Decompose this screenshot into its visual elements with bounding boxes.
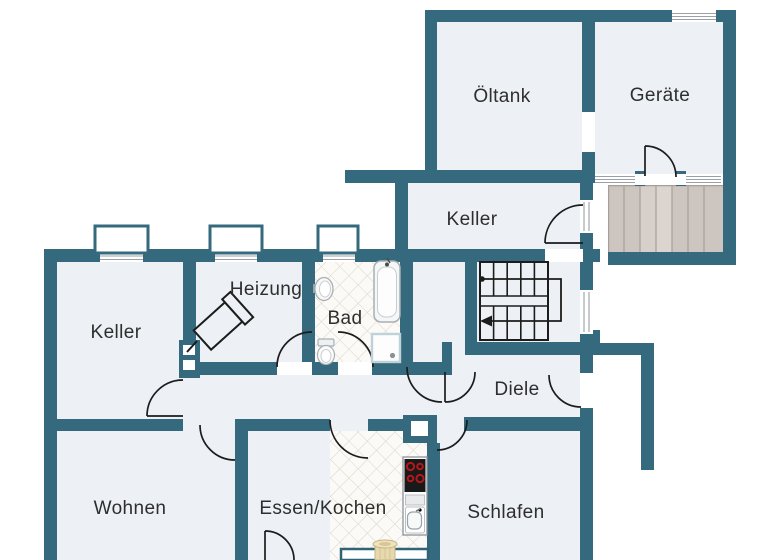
toilet-icon [316,338,336,366]
light-well-2 [208,224,264,255]
room-label-wohnen: Wohnen [94,498,167,519]
room-label-bad: Bad [327,308,362,329]
chimney-kitchen-flue [411,421,428,436]
wood-deck [607,185,723,253]
room-floor-keller-mitte [408,183,580,249]
room-labels: Öltank Geräte Keller Keller Heizung Bad … [91,85,691,523]
door-gap-bad [338,362,372,375]
kitchen-counter [402,456,428,536]
door-geraete-deck [644,145,677,178]
room-label-oeltank: Öltank [473,86,530,107]
boiler-icon [192,290,255,352]
light-well-3 [316,224,360,255]
room-label-geraete: Geräte [630,85,691,106]
counter-drawer [405,494,425,506]
door-schlafen [436,419,468,451]
door-corridor-diele [444,371,476,403]
shower-icon [370,332,402,364]
door-gap-heizung [277,362,312,375]
walk-line-arrow [480,315,492,327]
room-label-keller-links: Keller [91,322,142,343]
door-keller-mitte [544,204,584,244]
door-wohnen [199,424,236,461]
room-label-essen-kochen: Essen/Kochen [259,498,386,519]
room-label-heizung: Heizung [230,279,303,300]
door-gap-diele-exterior [580,373,593,408]
boiler-flue-pipe [186,340,198,353]
door-heizung [276,331,313,368]
door-diele-exterior [548,374,582,408]
door-essen-bottom [264,530,295,560]
stove-icon [404,459,426,492]
kitchen-sink-icon [405,506,425,534]
window-band-geraete-bottom [595,174,721,185]
door-keller-links [146,379,184,417]
wash-basin-icon [313,276,334,302]
door-arcs [146,145,677,560]
window-stairwell [580,290,593,334]
light-wells [93,224,360,255]
stairs [479,261,562,341]
window-keller-mitte [580,200,593,233]
room-label-schlafen: Schlafen [467,502,544,523]
door-gap-keller-mitte [545,249,583,262]
door-corridor-left [406,366,443,403]
walls [44,10,736,560]
room-floor-oeltank [437,22,582,172]
vase-icon [372,539,398,560]
opening-oeltank-geraete [582,112,595,152]
room-label-keller-mitte: Keller [447,209,498,230]
room-label-diele: Diele [494,379,539,400]
stair-walk-line [481,278,562,322]
door-kochen [329,419,369,459]
bathtub-icon [373,257,401,323]
light-well-1 [93,224,150,255]
chimney-flue-b [183,360,195,370]
